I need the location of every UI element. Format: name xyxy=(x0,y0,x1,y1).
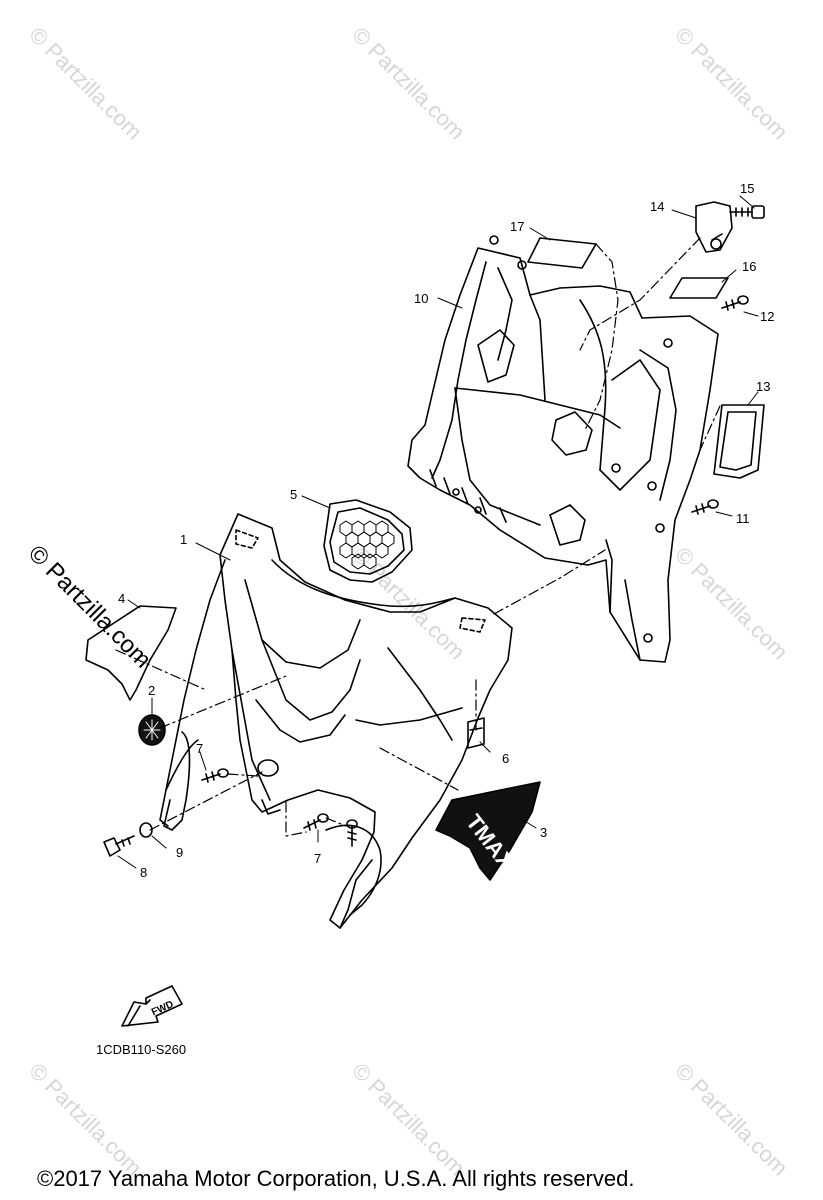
callout-8: 8 xyxy=(140,865,148,880)
copyright-notice: ©2017 Yamaha Motor Corporation, U.S.A. A… xyxy=(37,1166,635,1191)
callout-11: 11 xyxy=(736,511,750,526)
callout-4: 4 xyxy=(118,591,126,606)
callout-7b: 7 xyxy=(314,851,322,866)
decal-part-4 xyxy=(85,605,177,701)
inner-panel-part-10 xyxy=(407,235,719,663)
bolt-part-8 xyxy=(103,835,135,857)
emblem-part-2 xyxy=(138,714,166,746)
front-panel-part-1 xyxy=(159,513,513,929)
bracket xyxy=(325,824,382,916)
screw-part-15 xyxy=(729,205,765,219)
pad-part-13 xyxy=(713,404,765,479)
fwd-label: FWD xyxy=(150,999,175,1018)
callout-13: 13 xyxy=(756,379,771,394)
assembly-lines xyxy=(115,237,721,837)
clip-part-14 xyxy=(695,201,733,253)
screw-part-12 xyxy=(721,295,749,311)
fwd-arrow-icon: FWD xyxy=(121,985,183,1027)
callout-6: 6 xyxy=(502,751,510,766)
decal-part-3: TMAX xyxy=(435,781,541,881)
washer-part-9 xyxy=(139,822,153,838)
screw-part-11 xyxy=(691,499,719,515)
callout-17: 17 xyxy=(510,219,525,234)
screw-part-7 xyxy=(303,813,329,831)
callout-2: 2 xyxy=(148,683,156,698)
callout-12: 12 xyxy=(760,309,775,324)
label-part-16 xyxy=(669,277,729,299)
screw-part-7 xyxy=(201,768,229,783)
callout-3: 3 xyxy=(540,825,548,840)
bracket xyxy=(163,731,191,831)
callout-9: 9 xyxy=(176,845,184,860)
leader-lines xyxy=(117,195,759,869)
screw-part-7 xyxy=(346,819,358,847)
callout-16: 16 xyxy=(742,259,757,274)
callout-5: 5 xyxy=(290,487,298,502)
callout-7a: 7 xyxy=(196,741,204,756)
callout-1: 1 xyxy=(180,532,188,547)
diagram-code: 1CDB110-S260 xyxy=(96,1042,187,1057)
grille-part-5 xyxy=(323,499,413,583)
callout-15: 15 xyxy=(740,181,755,196)
callout-14: 14 xyxy=(650,199,665,214)
label-part-17 xyxy=(527,237,597,269)
callout-10: 10 xyxy=(414,291,429,306)
